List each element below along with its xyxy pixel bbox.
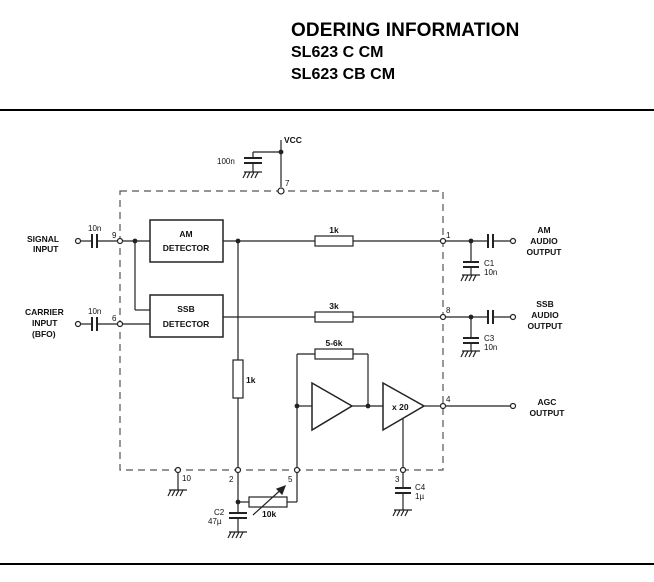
- resistor-5-6k-label: 5-6k: [325, 338, 342, 348]
- c3-value-label: 10n: [484, 343, 497, 352]
- part-number-2: SL623 CB CM: [291, 66, 396, 83]
- carrier-input-label-1: CARRIER: [25, 307, 64, 317]
- pin-3-label: 3: [395, 475, 400, 484]
- agc-output-label-1: AGC: [538, 397, 557, 407]
- bottom-divider: [0, 563, 654, 565]
- pin-8-label: 8: [446, 306, 451, 315]
- ssb-detector-block: [149, 294, 224, 338]
- ssb-output-label-3: OUTPUT: [528, 321, 564, 331]
- cap-100n-label: 100n: [217, 157, 235, 166]
- gain-amplifier-label: x 20: [392, 402, 409, 412]
- pin-4-label: 4: [446, 395, 451, 404]
- ssb-output-label-1: SSB: [536, 299, 553, 309]
- am-output-label-3: OUTPUT: [527, 247, 563, 257]
- carrier-input-label-3: (BFO): [32, 329, 56, 339]
- ground-icon-c3: [460, 350, 480, 358]
- pin-1-label: 1: [446, 231, 451, 240]
- resistor-1k-am: [314, 235, 354, 247]
- am-output-label-2: AUDIO: [530, 236, 558, 246]
- resistor-1k-am-label: 1k: [329, 225, 339, 235]
- ground-icon-pin10: [167, 489, 187, 497]
- ground-icon-c4: [392, 509, 412, 517]
- am-output-label-1: AM: [537, 225, 550, 235]
- am-detector-label-2: DETECTOR: [163, 243, 210, 253]
- resistor-5-6k-feedback: [314, 348, 354, 360]
- carrier-cap-label: 10n: [88, 307, 101, 316]
- buffer-amplifier: [311, 381, 354, 432]
- am-detector-block: [149, 219, 224, 263]
- ground-icon-c2: [227, 531, 247, 539]
- ground-icon-c1: [460, 274, 480, 282]
- pin-9-label: 9: [112, 231, 117, 240]
- vcc-label: VCC: [284, 135, 302, 145]
- pin-6-label: 6: [112, 314, 117, 323]
- c2-value-label: 47µ: [208, 517, 222, 526]
- resistor-3k-ssb: [314, 311, 354, 323]
- signal-input-label-2: INPUT: [33, 244, 59, 254]
- signal-cap-label: 10n: [88, 224, 101, 233]
- ssb-output-label-2: AUDIO: [531, 310, 559, 320]
- top-divider: [0, 109, 654, 111]
- c1-value-label: 10n: [484, 268, 497, 277]
- resistor-1k-vertical-label: 1k: [246, 375, 256, 385]
- signal-input-label-1: SIGNAL: [27, 234, 59, 244]
- pin-2-label: 2: [229, 475, 234, 484]
- ordering-information: ODERING INFORMATION SL623 C CM SL623 CB …: [291, 20, 519, 86]
- agc-output-label-2: OUTPUT: [530, 408, 566, 418]
- pin-10-label: 10: [182, 474, 191, 483]
- c1-name-label: C1: [484, 259, 495, 268]
- ssb-detector-label-2: DETECTOR: [163, 319, 210, 329]
- carrier-input-label-2: INPUT: [32, 318, 58, 328]
- ordering-title: ODERING INFORMATION: [291, 20, 520, 41]
- c4-name-label: C4: [415, 483, 426, 492]
- c3-name-label: C3: [484, 334, 495, 343]
- c2-name-label: C2: [214, 508, 225, 517]
- ssb-detector-label-1: SSB: [177, 304, 194, 314]
- resistor-3k-label: 3k: [329, 301, 339, 311]
- potentiometer-label: 10k: [262, 509, 276, 519]
- pin-7-label: 7: [285, 179, 290, 188]
- resistor-1k-vertical: [232, 359, 244, 399]
- ic-boundary: [119, 190, 444, 471]
- c4-value-label: 1µ: [415, 492, 424, 501]
- part-number-1: SL623 C CM: [291, 44, 384, 61]
- am-detector-label-1: AM: [179, 229, 192, 239]
- pin-5-label: 5: [288, 475, 293, 484]
- ground-icon-vcc: [242, 171, 262, 179]
